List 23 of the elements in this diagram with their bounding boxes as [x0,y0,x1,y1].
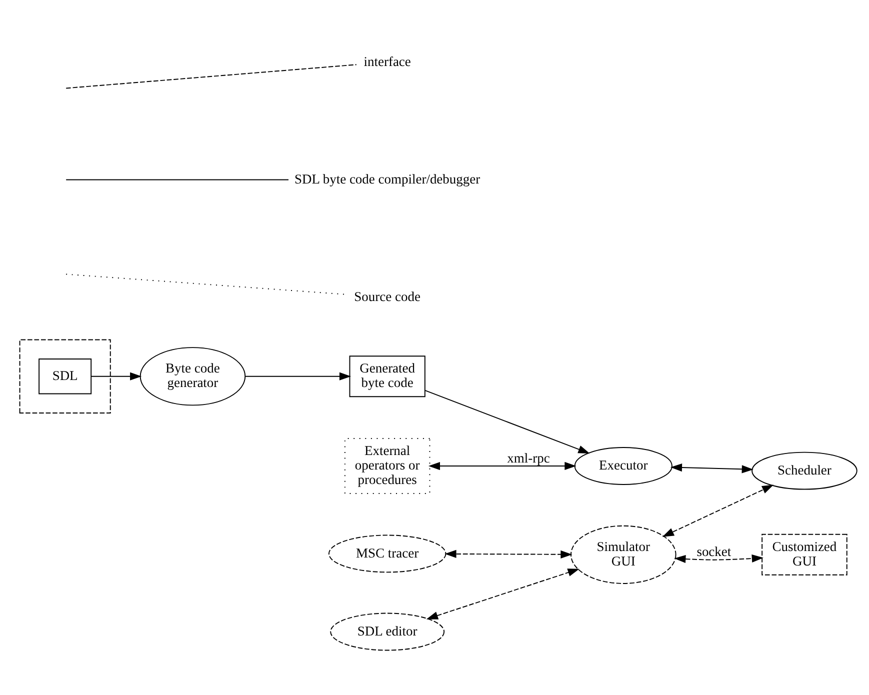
arrow [426,568,580,620]
arrow [424,390,590,454]
arrow [90,372,142,380]
node-box: External operators or procedures [344,438,430,494]
legend-label: Source code [354,288,420,304]
node-ellipse: Byte code generator [140,347,246,406]
arrow [444,550,572,558]
node-box: Generated byte code [349,356,426,398]
cluster [19,339,111,414]
node-ellipse: MSC tracer [328,534,446,573]
legend-label: SDL byte code compiler/debugger [294,171,480,186]
arrow [428,462,576,470]
node-box: Customized GUI [762,534,848,576]
arrow [674,554,764,564]
edge-label: xml-rpc [507,450,550,466]
edge-label: socket [696,544,732,559]
node-box: SDL [38,358,92,394]
legend-label: interface [364,54,411,69]
arrow [662,484,774,537]
arrow [670,464,754,474]
node-ellipse: Executor [574,447,672,485]
arrow [244,372,352,380]
node-ellipse: Scheduler [752,452,858,490]
